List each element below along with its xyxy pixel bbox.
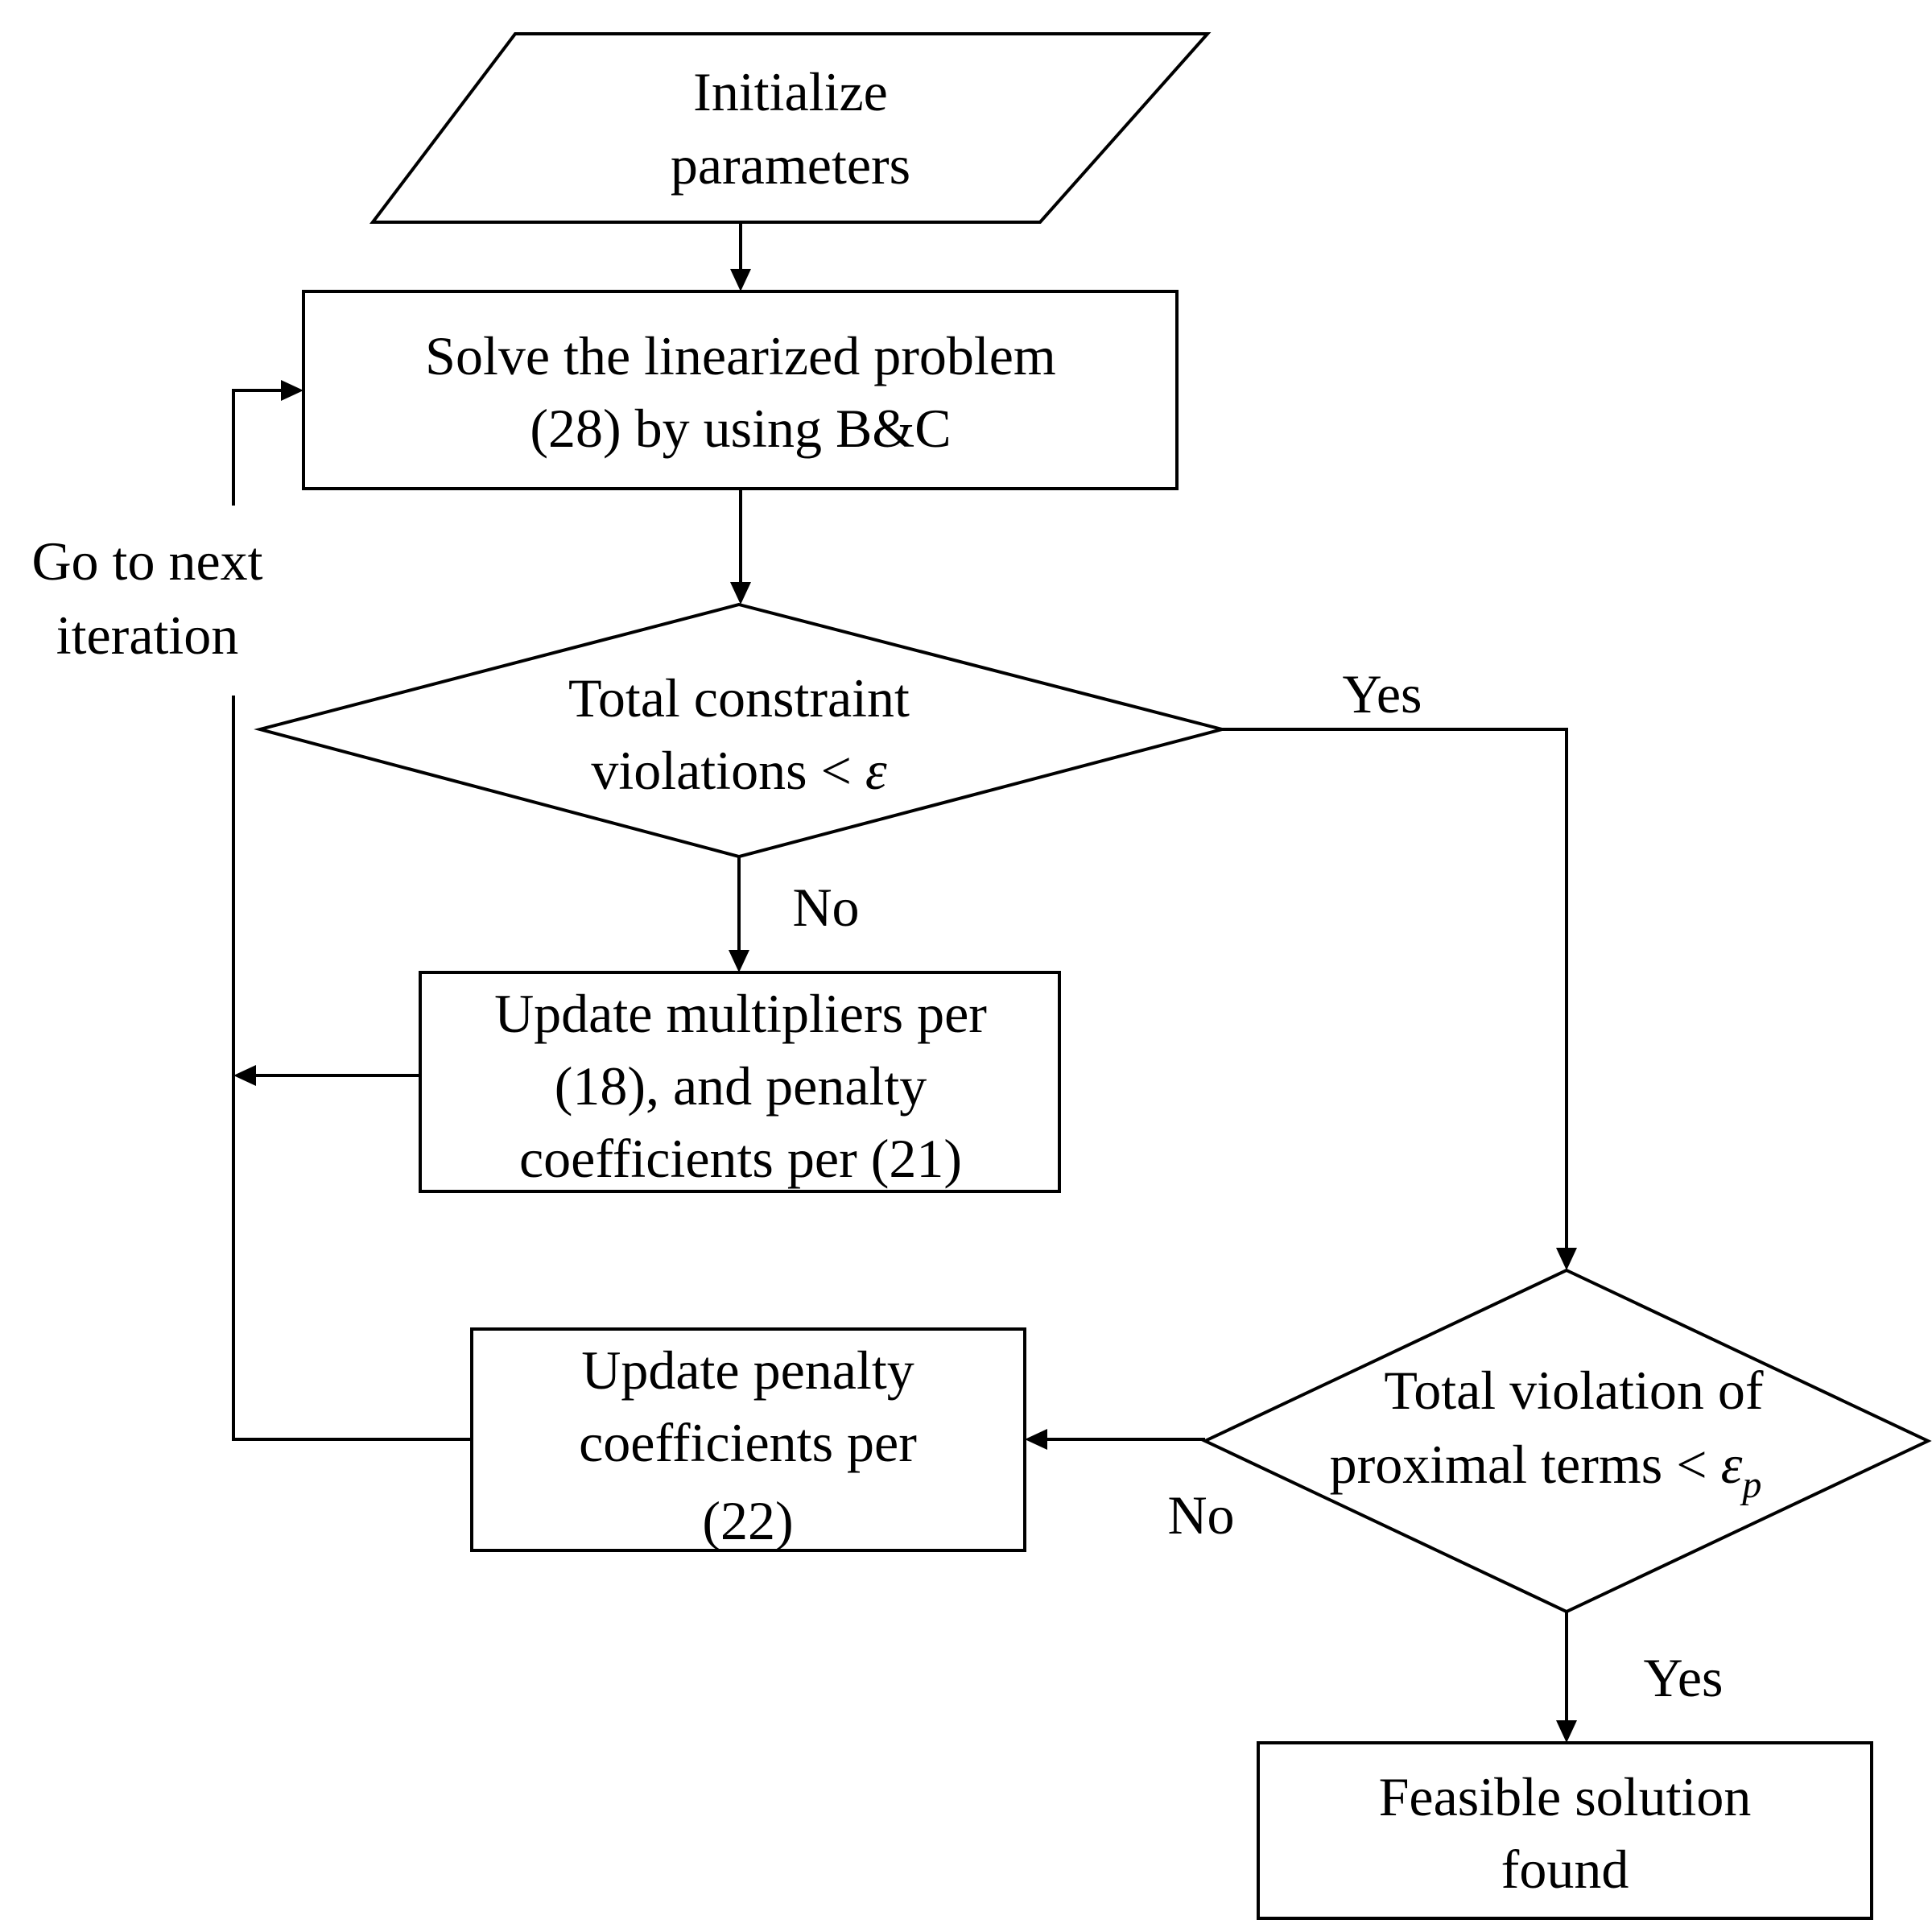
decision1-line2: violations < ε <box>591 740 887 801</box>
decision1-line2-text: violations < <box>591 740 865 801</box>
initialize-parallelogram <box>369 32 1212 224</box>
epsilon-p-symbol: ε <box>1721 1434 1743 1495</box>
decision2-yes-label: Yes <box>1644 1647 1724 1708</box>
update-multipliers-line2: (18), and penalty <box>555 1055 927 1117</box>
decision2-node: Total violation of proximal terms < εp <box>1201 1268 1932 1614</box>
epsilon-p-subscript: p <box>1740 1463 1761 1506</box>
update-penalty-line2: coefficients per <box>579 1412 917 1473</box>
initialize-line2: parameters <box>671 134 910 196</box>
arrow-decision1-yes-to-decision2 <box>1222 728 1577 1270</box>
feasible-box <box>1257 1741 1873 1920</box>
arrow-solve-to-decision1 <box>730 489 751 605</box>
loop-back-line <box>232 380 472 1441</box>
feasible-line2: found <box>1501 1839 1629 1900</box>
update-multipliers-line3: coefficients per (21) <box>519 1128 962 1189</box>
update-multipliers-node: Update multipliers per (18), and penalty… <box>419 971 1061 1193</box>
update-multipliers-box <box>419 971 1061 1193</box>
solve-node: Solve the linearized problem (28) by usi… <box>302 290 1179 490</box>
loop-label-line2: iteration <box>56 605 239 666</box>
decision2-line2: proximal terms < εp <box>1330 1434 1762 1506</box>
solve-line1: Solve the linearized problem <box>425 325 1056 386</box>
solve-line2: (28) by using B&C <box>530 398 951 459</box>
arrow-decision2-no-to-update-penalty <box>1025 1429 1205 1450</box>
decision2-no-label: No <box>1167 1484 1234 1546</box>
feasible-line1: Feasible solution <box>1379 1766 1752 1827</box>
update-multipliers-line1: Update multipliers per <box>494 983 987 1044</box>
decision1-node: Total constraint violations < ε <box>254 602 1228 859</box>
decision2-line1: Total violation of <box>1384 1360 1764 1421</box>
solve-box <box>302 290 1179 490</box>
update-penalty-line3: (22) <box>702 1490 793 1551</box>
update-penalty-line1: Update penalty <box>581 1340 914 1401</box>
decision1-no-label: No <box>792 877 859 938</box>
arrow-decision2-yes-to-feasible <box>1556 1612 1577 1743</box>
decision1-yes-label: Yes <box>1343 663 1422 724</box>
decision1-line1: Total constraint <box>568 667 910 729</box>
feasible-node: Feasible solution found <box>1257 1741 1873 1920</box>
decision2-line2-text: proximal terms < <box>1330 1434 1721 1495</box>
update-penalty-node: Update penalty coefficients per (22) <box>470 1327 1026 1552</box>
arrow-update-multipliers-to-loop <box>233 1065 420 1086</box>
arrow-decision1-no-to-update-multipliers <box>729 857 749 972</box>
epsilon-symbol: ε <box>865 740 887 801</box>
arrow-init-to-solve <box>730 222 751 291</box>
initialize-line1: Initialize <box>693 61 888 122</box>
initialize-node: Initialize parameters <box>369 32 1212 224</box>
loop-label-line1: Go to next <box>31 530 262 592</box>
decision1-diamond <box>254 602 1228 859</box>
